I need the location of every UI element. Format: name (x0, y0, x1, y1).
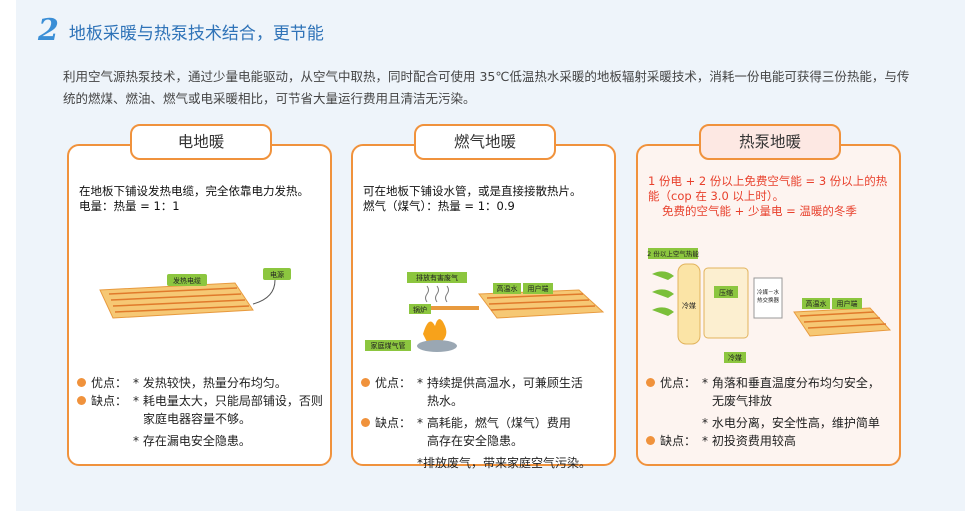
label-hot: 高温水 (806, 299, 827, 308)
label-user: 用户端 (837, 299, 858, 308)
label-power: 电源 (270, 270, 284, 279)
bullet-icon (77, 396, 86, 405)
label-user: 用户端 (528, 284, 549, 293)
label-cold2: 冷媒 (728, 353, 742, 362)
electric-floor-illustration: 发热电缆 电源 (99, 268, 291, 319)
pros-cons: 优点： * 持续提供高温水，可兼顾生活 热水。 缺点： * 高耗能，燃气（煤气）… (361, 374, 591, 472)
desc-ratio: 电量：热量 = 1：1 (79, 199, 180, 213)
cons-item: * 存在漏电安全隐患。 (133, 434, 251, 448)
pros-item: * 水电分离，安全性高，维护简单 (702, 416, 880, 430)
tab-electric: 电地暖 (130, 124, 272, 160)
pros-item: * 角落和垂直温度分布均匀安全， (702, 376, 880, 390)
gas-floor-illustration: 高温水 用户端 排放有害废气 锅炉 家庭煤气管 (365, 272, 605, 352)
pros-item: 热水。 (427, 394, 464, 408)
label-compressor: 压缩 (719, 288, 733, 297)
label-exchanger: 冷媒－水 (757, 288, 780, 296)
tab-gas: 燃气地暖 (414, 124, 556, 160)
air-arrow-icon (652, 271, 674, 316)
pros-item: * 发热较快，热量分布均匀。 (133, 376, 287, 390)
pros-item: * 持续提供高温水，可兼顾生活 (417, 376, 583, 390)
cons-label: 缺点： (91, 394, 128, 408)
flame-icon (423, 319, 447, 342)
heatpump-illustration: 2 份以上空气热能 冷媒 压缩 冷媒－水 热交换器 高温水 用户端 冷媒 (647, 248, 892, 363)
cons-label: 缺点： (375, 416, 412, 430)
cons-label: 缺点： (660, 434, 697, 448)
bullet-icon (646, 436, 655, 445)
card-heatpump: 1 份电 + 2 份以上免费空气能 = 3 份以上的热能（cop 在 3.0 以… (636, 144, 901, 466)
bullet-icon (361, 378, 370, 387)
tab-heatpump: 热泵地暖 (699, 124, 841, 160)
intro-paragraph: 利用空气源热泵技术，通过少量电能驱动，从空气中取热，同时配合可使用 35℃低温热… (63, 69, 910, 106)
bullet-icon (77, 378, 86, 387)
cons-item: * 耗电量太大，只能局部铺设，否则 (133, 394, 323, 408)
cons-item: * 初投资费用较高 (702, 434, 796, 448)
label-cable: 发热电缆 (173, 276, 201, 285)
card-gas: 可在地板下铺设水管，或是直接接散热片。 燃气（煤气）：热量 = 1：0.9 高温… (351, 144, 616, 470)
desc-ratio: 燃气（煤气）：热量 = 1：0.9 (363, 199, 515, 213)
pros-cons: 优点： * 发热较快，热量分布均匀。 缺点： * 耗电量太大，只能局部铺设，否则… (77, 374, 323, 450)
pros-label: 优点： (375, 376, 412, 390)
section-heading: 2 地板采暖与热泵技术结合，更节能 (38, 16, 324, 46)
label-exhaust: 排放有害废气 (416, 273, 458, 282)
label-gas-pipe: 家庭煤气管 (371, 341, 406, 350)
label-air: 2 份以上空气热能 (647, 249, 699, 258)
card-electric: 在地板下铺设发热电缆，完全依靠电力发热。 电量：热量 = 1：1 发热电缆 电源… (67, 144, 332, 466)
cons-item: *排放废气，带来家庭空气污染。 (417, 456, 592, 470)
card-desc: 在地板下铺设发热电缆，完全依靠电力发热。 电量：热量 = 1：1 (79, 184, 319, 214)
desc-line: 可在地板下铺设水管，或是直接接散热片。 (363, 184, 582, 198)
card-desc: 可在地板下铺设水管，或是直接接散热片。 燃气（煤气）：热量 = 1：0.9 (363, 184, 603, 214)
card-desc: 1 份电 + 2 份以上免费空气能 = 3 份以上的热能（cop 在 3.0 以… (648, 174, 888, 219)
cons-item: * 高耗能，燃气（煤气）费用 (417, 416, 571, 430)
pros-cons: 优点： * 角落和垂直温度分布均匀安全， 无废气排放 * 水电分离，安全性高，维… (646, 374, 880, 450)
label-boiler: 锅炉 (413, 305, 427, 314)
pros-label: 优点： (660, 376, 697, 390)
cons-item: 家庭电器容量不够。 (143, 412, 252, 426)
pros-item: 无废气排放 (712, 394, 773, 408)
cons-item: 高存在安全隐患。 (427, 434, 524, 448)
label-exchanger: 热交换器 (757, 296, 780, 304)
desc-line: 1 份电 + 2 份以上免费空气能 = 3 份以上的热能（cop 在 3.0 以… (648, 174, 888, 203)
label-hot: 高温水 (497, 284, 518, 293)
pros-label: 优点： (91, 376, 128, 390)
section-number: 2 (38, 13, 59, 48)
label-cold: 冷媒 (682, 301, 696, 310)
bullet-icon (361, 418, 370, 427)
desc-line: 在地板下铺设发热电缆，完全依靠电力发热。 (79, 184, 309, 198)
section-title: 地板采暖与热泵技术结合，更节能 (68, 23, 324, 44)
bullet-icon (646, 378, 655, 387)
desc-ratio: 免费的空气能 + 少量电 = 温暖的冬季 (662, 204, 857, 218)
